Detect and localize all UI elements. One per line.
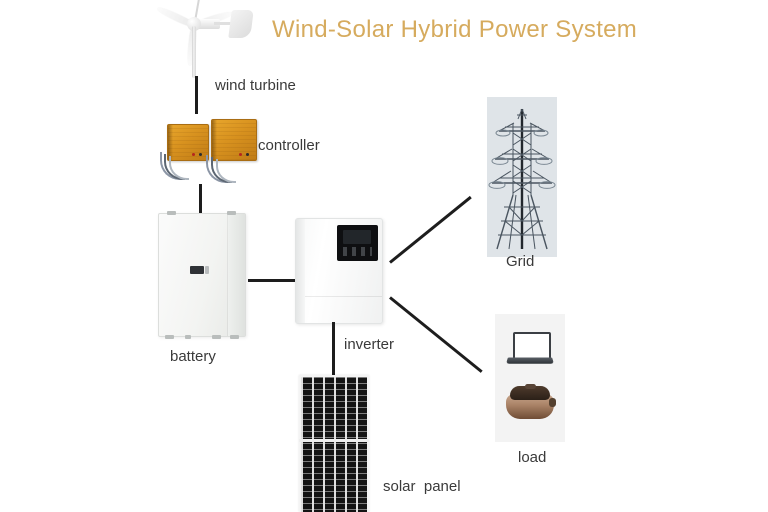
battery-display	[190, 266, 204, 274]
turbine-hub	[187, 17, 201, 31]
controller-indicator-dot	[199, 153, 202, 156]
controller-side-shade	[168, 125, 173, 160]
controller-side-shade	[212, 120, 217, 160]
label-inverter: inverter	[344, 336, 395, 353]
label-grid: Grid	[506, 253, 535, 270]
battery-foot	[230, 335, 239, 339]
solar-panel-cell-grid	[301, 377, 367, 512]
page-title: Wind-Solar Hybrid Power System	[272, 16, 638, 43]
wire-controller-to-battery	[199, 184, 202, 214]
inverter-seam	[305, 296, 382, 297]
transmission-tower-icon	[488, 108, 556, 250]
rice-cooker-handle	[549, 398, 556, 407]
controller-indicator-dot	[246, 153, 249, 156]
label-controller: controller	[258, 137, 320, 154]
label-load: load	[518, 449, 547, 466]
grid-image-box	[487, 97, 557, 257]
battery-foot	[212, 335, 221, 339]
solar-panel-module	[299, 375, 369, 512]
controller-label-texture	[212, 120, 256, 160]
inverter-lcd-screen	[343, 230, 371, 244]
wire-battery-to-inverter	[248, 279, 300, 282]
laptop-icon	[506, 332, 554, 368]
turbine-nacelle	[194, 19, 220, 29]
inverter-display-panel	[337, 225, 378, 261]
laptop-keyboard-base	[506, 357, 554, 364]
battery-side-face	[228, 214, 245, 336]
rice-cooker-lid	[510, 386, 550, 400]
rice-cooker-icon	[506, 384, 556, 420]
controller-indicator-dot	[192, 153, 195, 156]
wire-inverter-to-solar-panel	[332, 322, 335, 376]
battery-foot	[185, 335, 191, 339]
wind-turbine-illustration	[150, 0, 260, 80]
turbine-tail-boom	[214, 22, 236, 25]
label-battery: battery	[170, 348, 216, 365]
inverter-unit	[295, 218, 383, 324]
turbine-mast	[192, 26, 196, 78]
inverter-button-row	[343, 247, 372, 256]
load-image-box	[495, 314, 565, 442]
label-wind-turbine: wind turbine	[215, 77, 296, 94]
turbine-tail-vane	[228, 10, 254, 38]
battery-mount-tab	[167, 211, 176, 215]
battery-foot	[165, 335, 174, 339]
rice-cooker-knob	[525, 384, 536, 389]
battery-seam	[227, 214, 228, 336]
controller-indicator-dot	[239, 153, 242, 156]
wire-inverter-to-load	[389, 296, 483, 373]
solar-panel-mid-divider	[299, 439, 369, 442]
wire-inverter-to-grid	[389, 195, 472, 264]
wire-turbine-to-controller	[195, 76, 198, 114]
inverter-side-trim	[296, 219, 305, 323]
label-solar-panel: solar panel	[383, 478, 461, 495]
battery-display-edge	[205, 266, 209, 274]
battery-mount-tab	[227, 211, 236, 215]
battery-cabinet	[158, 211, 246, 339]
